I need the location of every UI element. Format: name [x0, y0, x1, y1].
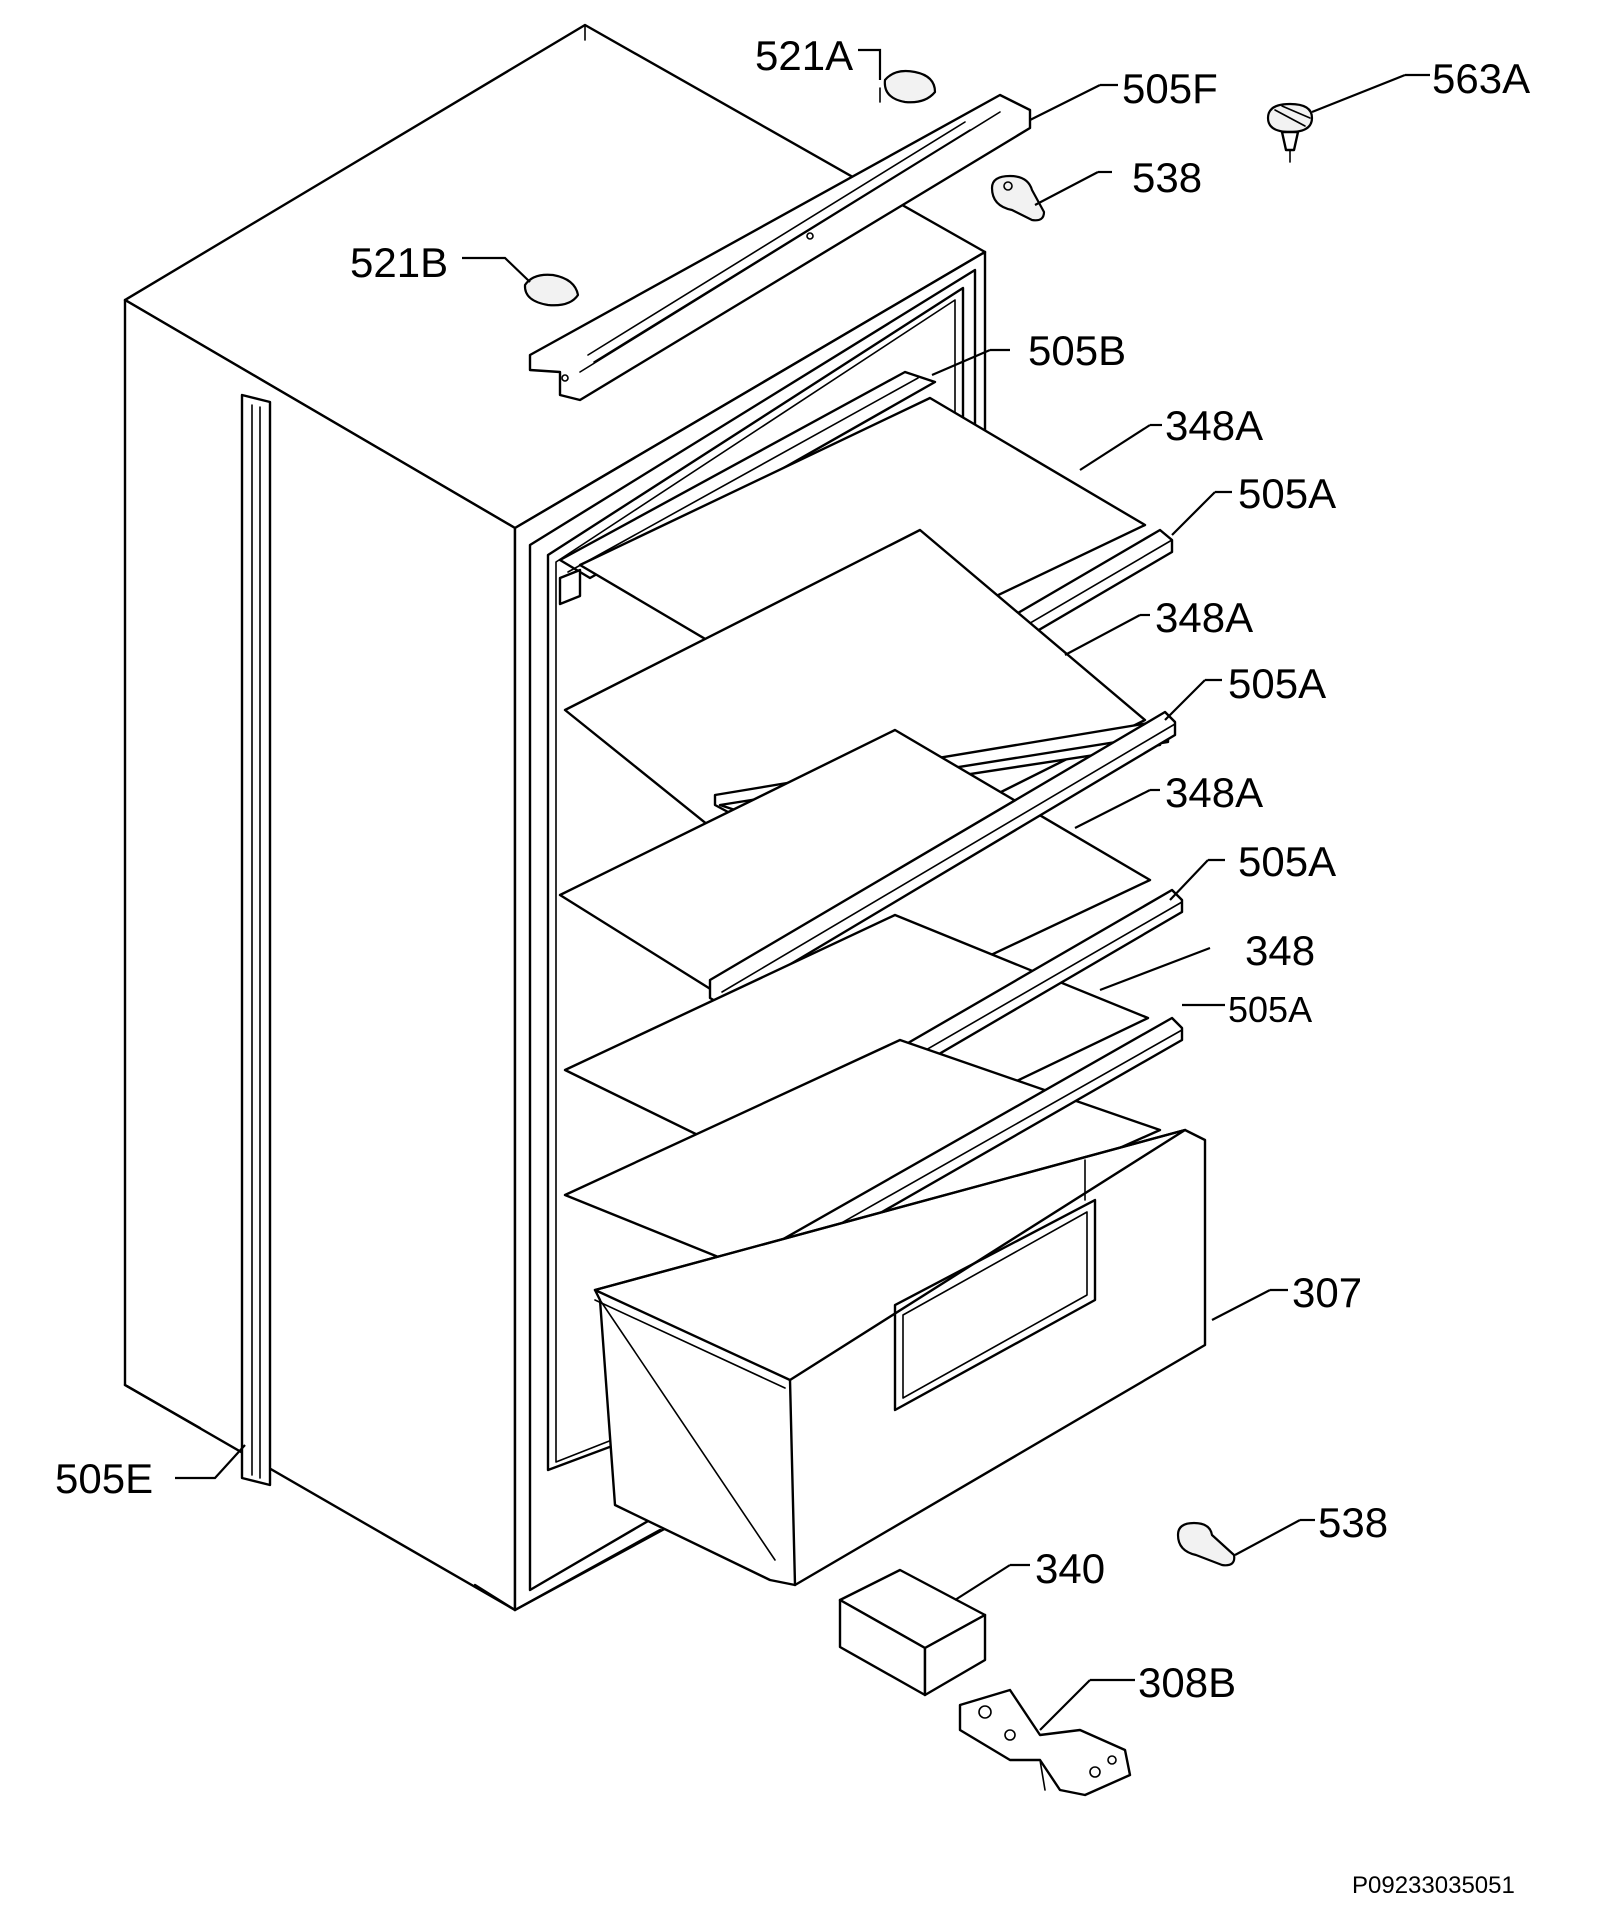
label-505A-4: 505A [1228, 989, 1312, 1030]
label-505E: 505E [55, 1455, 153, 1502]
leader-lines [175, 48, 1430, 1731]
hinge-308B [958, 1688, 1132, 1797]
label-308B: 308B [1138, 1659, 1236, 1706]
label-521B: 521B [350, 239, 448, 286]
door-stop-538-top [990, 174, 1046, 222]
label-505A-2: 505A [1228, 660, 1326, 707]
label-538-top: 538 [1132, 154, 1202, 201]
label-505B: 505B [1028, 327, 1126, 374]
block-340 [838, 1568, 987, 1697]
label-340: 340 [1035, 1545, 1105, 1592]
label-505A-3: 505A [1238, 838, 1336, 885]
label-348A-3: 348A [1165, 769, 1263, 816]
screw-563A [1266, 102, 1314, 163]
label-505A-1: 505A [1238, 470, 1336, 517]
door-stop-538-bottom [1176, 1521, 1236, 1567]
label-521A: 521A [755, 32, 853, 79]
crisper-drawer-307 [593, 1128, 1207, 1587]
label-348A-2: 348A [1155, 594, 1253, 641]
label-348: 348 [1245, 927, 1315, 974]
rear-trim-505B [558, 370, 937, 606]
shelf-trim-505A-3 [708, 710, 1177, 1007]
drawing-code: P09233035051 [1352, 1872, 1515, 1899]
part-labels: 521A 505F 563A 538 521B 505B 348A 505A 3… [55, 32, 1530, 1706]
door-seal-strip-505E [240, 393, 272, 1487]
hinge-cap-521B [523, 273, 580, 307]
hinge-cap-521A [879, 69, 937, 104]
label-348A-1: 348A [1165, 402, 1263, 449]
label-538-bottom: 538 [1318, 1499, 1388, 1546]
label-307: 307 [1292, 1269, 1362, 1316]
label-505F: 505F [1122, 65, 1218, 112]
hinge-rail-505F [528, 93, 1032, 402]
label-563A: 563A [1432, 55, 1530, 102]
